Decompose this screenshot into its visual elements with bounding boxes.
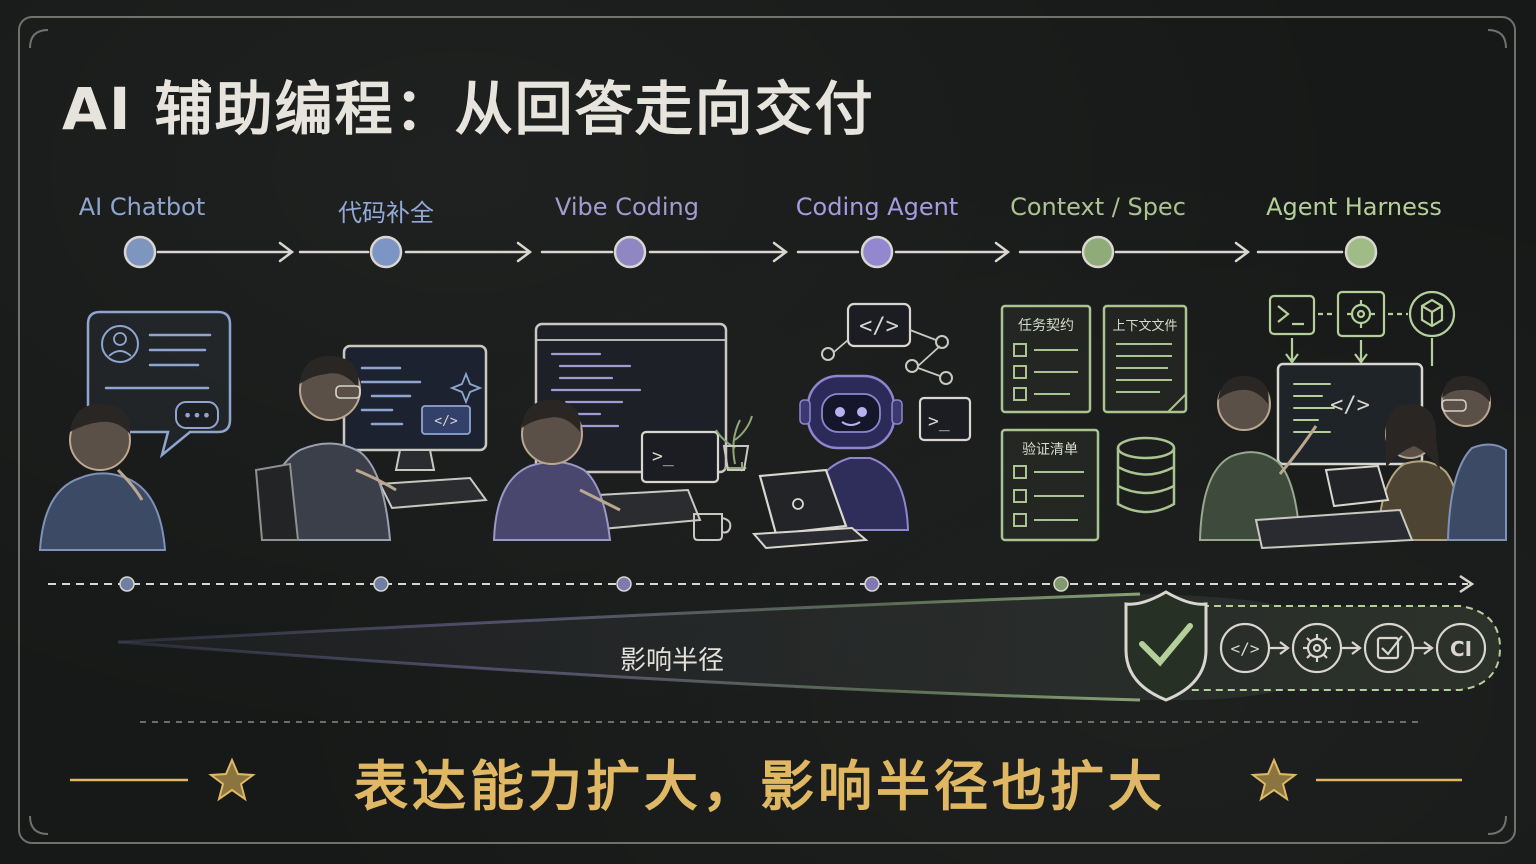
node-coding-agent: [860, 235, 894, 269]
doc-title-task-contract: 任务契约: [1018, 318, 1074, 334]
stage-label-vibe-coding: Vibe Coding: [555, 193, 699, 221]
context-spec-illustration: [1000, 304, 1188, 542]
slogan: 表达能力扩大，影响半径也扩大: [354, 754, 1166, 818]
shield-check-icon: [1124, 590, 1208, 702]
pipeline-ci-icon: [1435, 622, 1487, 674]
pipeline-code-icon: [1219, 622, 1271, 674]
pipeline-ci-label: CI: [1450, 637, 1472, 661]
slogan-decorations: [70, 757, 1462, 802]
stage-label-agent-harness: Agent Harness: [1266, 193, 1442, 221]
chat-bubble-dots: •••: [183, 406, 211, 425]
code-completion-illustration: [254, 344, 488, 541]
timeline-arrows: [156, 241, 1344, 263]
timeline-nodes: [123, 235, 1378, 269]
stage-label-ai-chatbot: AI Chatbot: [78, 193, 206, 221]
pipeline-gear-icon: [1291, 622, 1343, 674]
stage-label-coding-agent: Coding Agent: [795, 193, 959, 221]
vibe-coding-illustration: [492, 322, 753, 541]
agent-harness-illustration: [1198, 290, 1507, 550]
stage-label-code-completion: 代码补全: [338, 199, 434, 227]
delivery-pipeline: [1219, 622, 1487, 674]
node-agent-harness: [1344, 235, 1378, 269]
agent-code-tag: </>: [859, 314, 899, 339]
node-context-spec: [1081, 235, 1115, 269]
pipeline-checkbox-icon: [1363, 622, 1415, 674]
doc-title-context-file: 上下文文件: [1112, 319, 1177, 334]
vibe-terminal-prompt: >_: [652, 446, 674, 467]
impact-radius-label: 影响半径: [619, 646, 724, 676]
coding-agent-illustration: [751, 302, 972, 550]
page-title: AI 辅助编程：从回答走向交付: [62, 75, 875, 143]
agent-terminal-prompt: >_: [928, 411, 950, 432]
harness-code-tag: </>: [1330, 393, 1370, 418]
corner-decorations: [29, 29, 1507, 835]
completion-code-tag: </>: [434, 414, 458, 429]
terminal-icon: [1268, 294, 1316, 336]
doc-title-verification: 验证清单: [1022, 442, 1078, 458]
gear-icon: [1336, 290, 1386, 338]
board-frame: [18, 16, 1516, 844]
node-code-completion: [369, 235, 403, 269]
package-icon: [1408, 290, 1456, 338]
star-icon-right: [1250, 757, 1298, 802]
node-ai-chatbot: [123, 235, 157, 269]
pipeline-code-label: </>: [1231, 639, 1260, 658]
lower-timeline: [48, 574, 1475, 594]
node-vibe-coding: [613, 235, 647, 269]
star-icon-left: [208, 757, 256, 802]
stage-label-context-spec: Context / Spec: [1010, 193, 1186, 221]
impact-radius-beam: [117, 590, 1502, 702]
chatbot-illustration: [38, 310, 232, 551]
